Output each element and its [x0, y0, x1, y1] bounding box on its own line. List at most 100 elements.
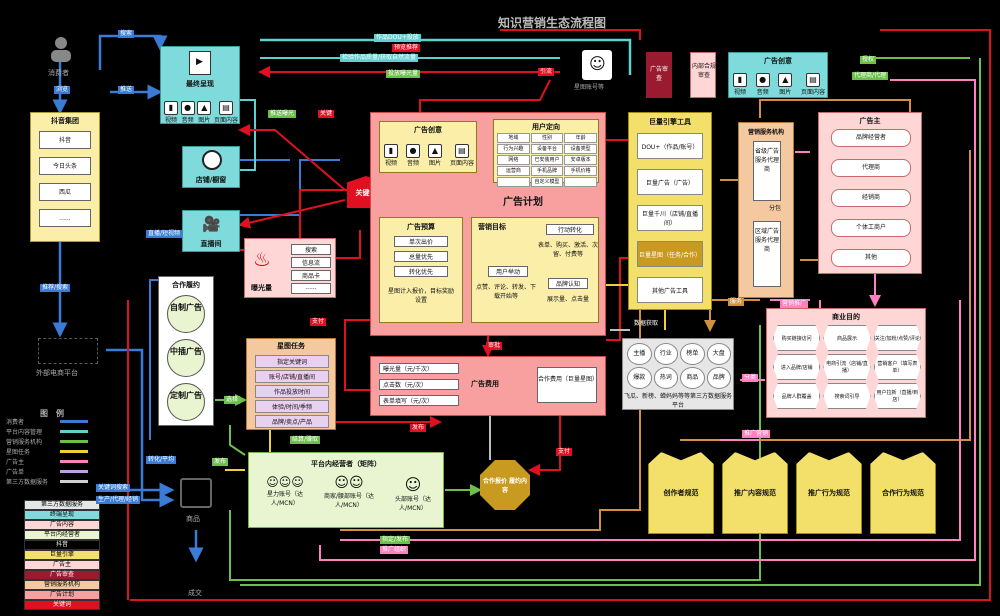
cost-star-coop: 合作费用（巨量星图） [537, 367, 598, 403]
self-made-ad: 自制广告 [167, 295, 205, 333]
legend-swatch: 广告计划 [24, 590, 100, 600]
person-mic-icon: ☺ [404, 475, 422, 494]
people-mic-icon: ☺☺ [334, 475, 364, 491]
advertiser-item: 代理商 [831, 159, 911, 177]
star-task: 星图任务 指定关键词账号/店铺/直播间作品投放时间体验/时间/季频品牌/卖点/产… [246, 338, 336, 430]
inner-review-box: 内部合规审查 [690, 52, 716, 98]
store-icon [202, 150, 222, 170]
biz-goal-item: 品牌人群覆盖 [773, 383, 821, 409]
legend-swatch: 广告内容 [24, 520, 100, 530]
advertiser-item: 品牌经营者 [831, 129, 911, 147]
legend-swatch: 广告主 [24, 560, 100, 570]
edge-label-tuiguang: 推广营销 [742, 430, 771, 438]
legend-swatch: 巨量引擎 [24, 550, 100, 560]
advertiser-item: 个体工商户 [831, 219, 911, 237]
cr-image-label: 图片 [779, 89, 792, 96]
video-file-icon: ▶ [189, 51, 211, 75]
goal-brand-desc: 展示量、点击量 [546, 296, 589, 303]
edge-label-zhiding: 指定/发布 [380, 536, 411, 544]
final-display[interactable]: ▶ 最终呈现 ▮视频 ●音频 ▲图片 ▤页面内容 [160, 46, 240, 124]
norm-card: 合作行为规范 [870, 452, 936, 534]
goal-convert-desc: 表单、购买、激活、次留、付费等 [538, 242, 599, 258]
ocean-tool-item[interactable]: DOU+（作品/账号） [637, 133, 703, 159]
targeting-cell: 设备类型 [564, 144, 597, 154]
inner-review-label: 内部合规审查 [692, 63, 717, 79]
edge-label-zhuanyin: 转化/平均 [146, 456, 177, 464]
legend-item-line [60, 470, 88, 473]
account-icon: ☺ [582, 50, 612, 80]
ocean-title: 巨量引擎工具 [649, 118, 691, 126]
deal-label: 成交 [188, 589, 202, 597]
creative-video-label: 视频 [384, 160, 397, 167]
legend-item-label: 消费者 [6, 419, 25, 426]
ocean-tool-item[interactable]: 巨量千川（店铺/直播间） [637, 205, 703, 231]
ad-plan: 广告计划 广告创意 ▮视频 ●音频 ▲图片 ▤页面内容 用户定向 地域性别年龄行… [370, 112, 606, 336]
cr-page-label: 页面内容 [800, 89, 825, 96]
mid-roll-ad: 中插广告 [167, 339, 205, 377]
edge-label-fuwu: 服务 [728, 298, 745, 306]
ad-cost-title: 广告费用 [471, 380, 499, 388]
cr-audio-label: 音频 [756, 89, 769, 96]
legend-swatch: 广告审查 [24, 570, 100, 580]
star-task-item: 作品投放时间 [255, 385, 329, 398]
data-platform-cell: 热词 [653, 367, 678, 389]
person-icon [51, 37, 71, 62]
data-platform-caption: 飞瓜、新榜、蝉妈妈等等第三方数据服务平台 [623, 393, 732, 409]
edge-label-jiesuan: 结算/赚取 [290, 436, 321, 444]
biz-goal-item: 电商引流（店铺/直播） [823, 354, 871, 380]
ocean-tool-item[interactable]: 巨量广告（广告） [637, 169, 703, 195]
coop-node[interactable]: 合作报价 履约内容 [480, 460, 530, 510]
edge-label-tuisong2: 推送曝光 [268, 110, 297, 118]
operator-group-head-label: 头部账号（达人/MCN） [394, 496, 431, 512]
edge-label-fenlei: 分类 [742, 374, 759, 382]
creative-image-label: 图片 [428, 160, 441, 167]
biz-goal-item: 购买链接访问 [773, 325, 821, 351]
data-platform-cell: 大盘 [706, 343, 731, 365]
video-icon: ▮ [164, 101, 178, 115]
ocean-tool-item[interactable]: 巨量星图（任务/合作） [637, 241, 703, 267]
biz-goal-title: 商业目的 [832, 313, 860, 321]
ad-plan-targeting: 用户定向 地域性别年龄行为兴趣设备平台设备类型网络已安装用户安卓版本运营商手机品… [493, 119, 599, 187]
cost-form: 表单填写（元/次） [379, 395, 459, 406]
ad-plan-creative: 广告创意 ▮视频 ●音频 ▲图片 ▤页面内容 [379, 121, 477, 173]
creative-right: 广告创意 ▮视频 ●音频 ▲图片 ▤页面内容 [728, 52, 828, 98]
legend-item-line [60, 460, 88, 463]
contract-box: 合作履约 自制广告 中插广告 定制广告 [158, 276, 214, 426]
exposure-feed: 信息流 [291, 257, 331, 268]
live-room[interactable]: 🎥 直播间 [182, 210, 240, 252]
edge-label-sou: 搜索 [118, 30, 135, 38]
budget-volume: 总量优先 [394, 251, 448, 262]
targeting-cell [564, 177, 597, 187]
provincial-agent: 省级广告服务代理商 [753, 141, 781, 201]
advertiser-title: 广告主 [859, 117, 881, 125]
image-label: 图片 [198, 117, 211, 124]
edge-label-zhifu: 支付 [310, 318, 327, 326]
store-window[interactable]: 店铺/橱窗 [182, 146, 240, 188]
exposure-search: 搜索 [291, 244, 331, 255]
page-icon: ▤ [454, 144, 469, 158]
edge-label-zhichan: 生产/代理/经销 [96, 496, 141, 504]
regional-agent: 区域广告服务代理商 [753, 221, 781, 287]
biz-goal-item: 商品展示 [823, 325, 871, 351]
page-icon: ▤ [218, 101, 233, 115]
data-get-label: 数据获取 [634, 320, 659, 327]
operator-group-star-label: 星力账号（达人/MCN） [266, 491, 303, 507]
product-label: 商品 [186, 515, 200, 523]
edge-label-zhibo: 直播/短视频 [146, 230, 183, 238]
subcontract-label: 分包 [769, 205, 782, 212]
exposure-product-card: 商品卡 [291, 270, 331, 281]
edge-label-xuanze: 选择 [224, 396, 241, 404]
star-task-item: 体验/时间/季频 [255, 400, 329, 413]
operator-group-star: ☺☺☺ 星力账号（达人/MCN） [257, 475, 313, 525]
edge-label-yuzhishi: 预览推荐 [392, 44, 421, 52]
goal-user-action-desc: 点赞、评论、转发、下载开始等 [476, 284, 537, 300]
creative-right-icons: ▮视频 ●音频 ▲图片 ▤页面内容 [733, 67, 825, 96]
toutiao-app: 今日头条 [39, 157, 91, 175]
data-platform-cells: 主播行业榜单大盘爆款热词商品品牌 [627, 343, 731, 389]
norm-card: 推广行为规范 [796, 452, 862, 534]
ocean-tool-item[interactable]: 其他广告工具 [637, 277, 703, 303]
legend-item-label: 星图任务 [6, 449, 31, 456]
targeting-cell: 年龄 [564, 133, 597, 143]
consumer-node [46, 36, 76, 66]
biz-goal-item: 营销客户（填写表单） [873, 354, 921, 380]
